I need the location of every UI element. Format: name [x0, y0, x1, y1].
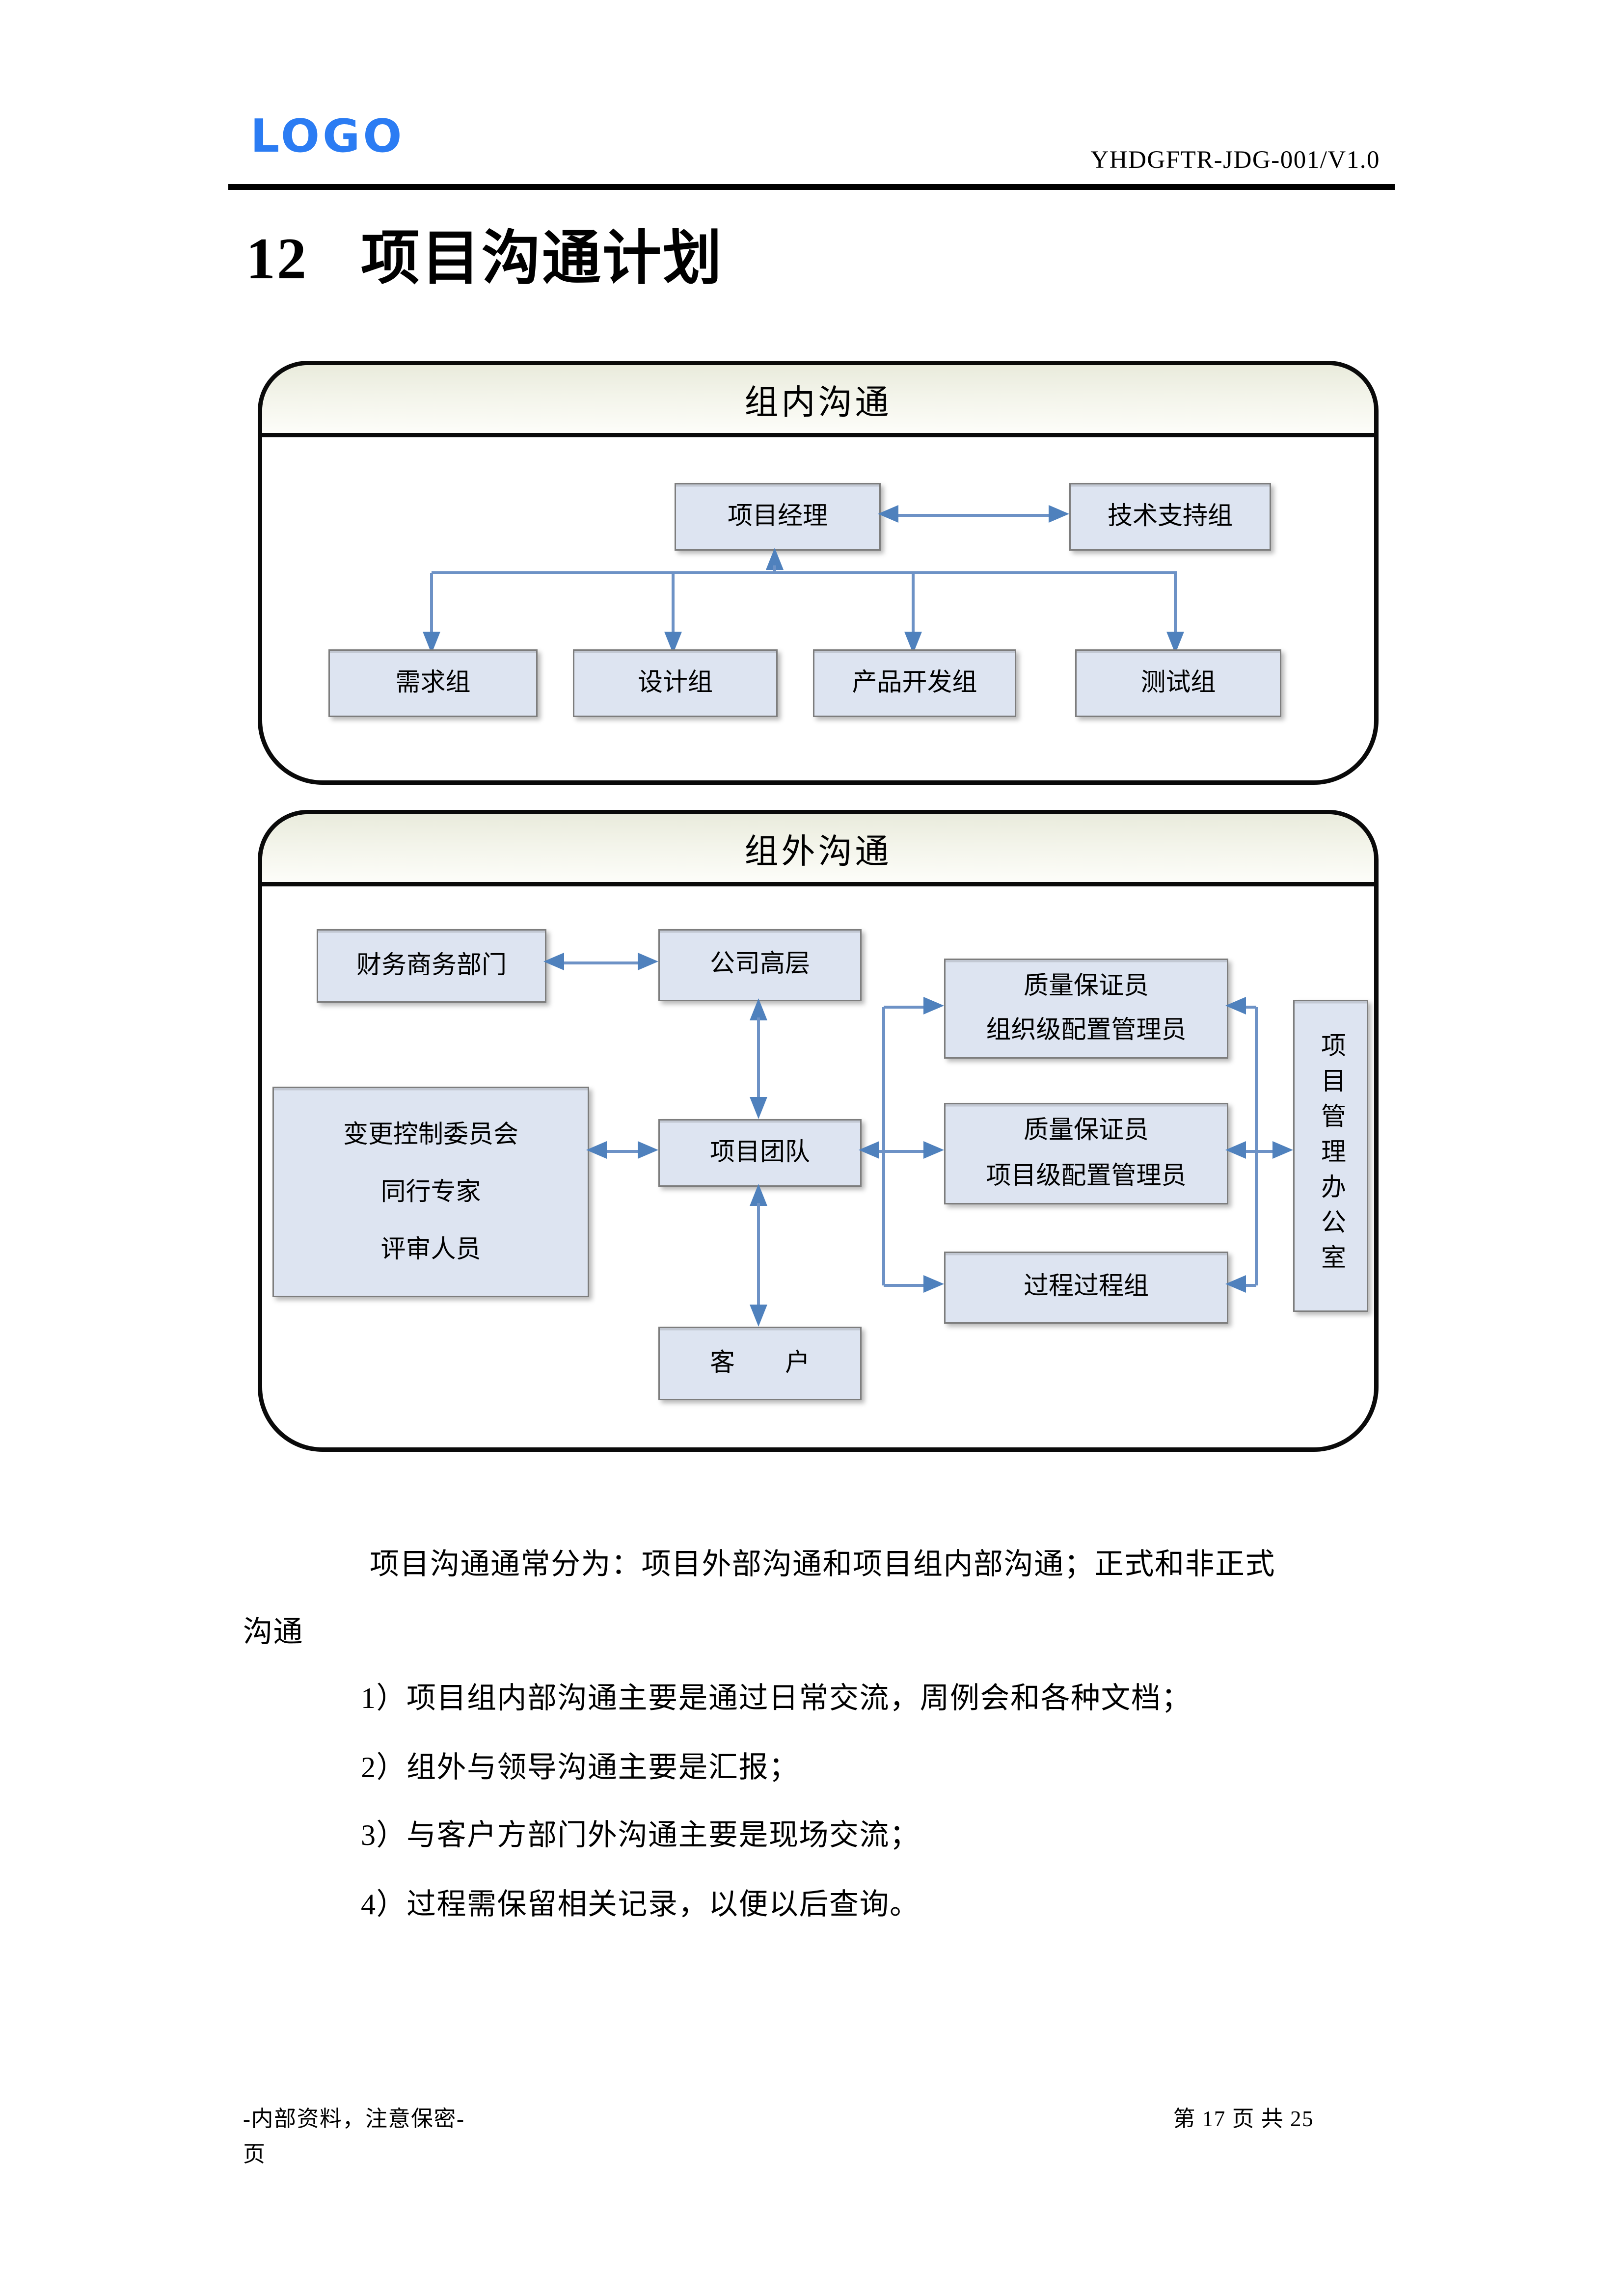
arrowhead-right-icon: [1272, 1141, 1293, 1159]
arrowhead-down-icon: [750, 1097, 767, 1119]
arrowhead-up-icon: [750, 1184, 767, 1206]
node-customer: 客 户: [658, 1327, 862, 1400]
diagram-internal-communication: 组内沟通 项目经理 技术支持组 需求组 设计组 产品开发组 测试组: [258, 361, 1379, 785]
node-project-team: 项目团队: [658, 1119, 862, 1187]
footer-confidential-label: -内部资料，注意保密-: [243, 2109, 465, 2132]
node-testing-label: 测试组: [1140, 667, 1216, 696]
arrowhead-right-icon: [1049, 505, 1069, 523]
connector-stem-line: [773, 565, 776, 574]
list-item-2: 2）组外与领导沟通主要是汇报；: [361, 1752, 799, 1785]
node-finance-label: 财务商务部门: [356, 950, 507, 979]
diagram-internal-header: 组内沟通: [262, 365, 1374, 437]
arrowhead-down-icon: [750, 1305, 767, 1327]
arrowhead-left-icon: [1225, 1141, 1246, 1159]
arrowhead-right-icon: [923, 1275, 944, 1293]
arrowhead-left-icon: [1225, 1275, 1246, 1293]
node-tech-support-label: 技术支持组: [1108, 501, 1233, 530]
footer-page-number: 第 17 页 共 25: [1173, 2109, 1314, 2132]
diagram-external-communication: 组外沟通 财务商务部门 公司高层 质量保证员 组织级配置管理员 项目管理办公室 …: [258, 810, 1379, 1452]
diagram-external-header: 组外沟通: [262, 814, 1374, 886]
node-ccb-line3: 评审人员: [380, 1235, 481, 1264]
node-process-group: 过程过程组: [944, 1252, 1228, 1324]
list-item-4: 4）过程需保留相关记录，以便以后查询。: [361, 1889, 920, 1922]
connector-manager-support-line: [898, 514, 1049, 516]
connector-to-process-line: [884, 1284, 923, 1286]
node-pmo: 项目管理办公室: [1293, 1000, 1368, 1312]
connector-pmo-qaorg-line: [1246, 1006, 1256, 1008]
connector-pmo-process-line: [1246, 1284, 1256, 1286]
document-code: YHDGFTR-JDG-001/V1.0: [1090, 146, 1380, 174]
node-product-dev-label: 产品开发组: [852, 667, 977, 696]
node-executives: 公司高层: [658, 929, 862, 1001]
node-qa-proj-line2: 项目级配置管理员: [986, 1161, 1187, 1189]
node-testing-group: 测试组: [1075, 649, 1281, 717]
connector-distribution-line: [432, 571, 1177, 574]
node-qa-org-cm: 质量保证员 组织级配置管理员: [944, 959, 1228, 1059]
arrowhead-up-icon: [750, 998, 767, 1020]
company-logo: LOGO: [250, 110, 405, 163]
node-qa-proj-line1: 质量保证员: [1024, 1116, 1149, 1145]
node-design-group: 设计组: [573, 649, 778, 717]
arrowhead-left-icon: [1225, 997, 1246, 1015]
connector-team-customer-line: [757, 1203, 759, 1309]
node-design-label: 设计组: [638, 667, 713, 696]
node-project-manager: 项目经理: [675, 483, 881, 551]
connector-team-qaproj-line: [879, 1150, 923, 1152]
node-customer-label: 客 户: [710, 1348, 810, 1376]
arrowhead-left-icon: [586, 1141, 607, 1159]
page-title: 12 项目沟通计划: [246, 211, 723, 296]
node-qa-org-line2: 组织级配置管理员: [986, 1016, 1187, 1044]
branch-line-requirements: [430, 573, 433, 632]
node-qa-proj-cm: 质量保证员 项目级配置管理员: [944, 1103, 1228, 1204]
node-process-label: 过程过程组: [1024, 1272, 1149, 1301]
arrowhead-right-icon: [923, 997, 944, 1015]
list-item-1: 1）项目组内部沟通主要是通过日常交流，周例会和各种文档；: [361, 1683, 1191, 1715]
node-project-manager-label: 项目经理: [728, 501, 828, 530]
node-qa-org-line1: 质量保证员: [1024, 971, 1149, 1000]
connector-left-riser-line: [882, 1007, 885, 1285]
connector-exec-team-line: [757, 1017, 759, 1100]
header-rule: [228, 184, 1395, 189]
node-tech-support: 技术支持组: [1069, 483, 1271, 551]
node-requirements-group: 需求组: [328, 649, 538, 717]
node-ccb-experts-reviewers: 变更控制委员会 同行专家 评审人员: [272, 1087, 589, 1297]
arrowhead-right-icon: [638, 1141, 658, 1159]
node-requirements-label: 需求组: [395, 667, 471, 696]
branch-line-product-dev: [912, 573, 914, 632]
arrowhead-left-icon: [878, 505, 898, 523]
branch-line-design: [672, 573, 674, 632]
node-pmo-label: 项目管理办公室: [1317, 1032, 1345, 1280]
connector-right-riser-line: [1255, 1007, 1257, 1285]
node-ccb-line1: 变更控制委员会: [343, 1120, 518, 1148]
node-ccb-line2: 同行专家: [380, 1177, 481, 1206]
paragraph-line-2: 沟通: [243, 1617, 303, 1649]
node-executives-label: 公司高层: [710, 950, 810, 978]
list-item-3: 3）与客户方部门外沟通主要是现场交流；: [361, 1820, 920, 1852]
diagram-internal-title: 组内沟通: [744, 384, 892, 421]
section-title-text: 项目沟通计划: [361, 225, 723, 292]
connector-to-qaorg-line: [884, 1006, 923, 1008]
arrowhead-left-icon: [859, 1141, 879, 1159]
arrowhead-right-icon: [923, 1141, 944, 1159]
node-project-team-label: 项目团队: [710, 1137, 810, 1166]
connector-finance-exec-line: [564, 961, 638, 964]
arrowhead-left-icon: [543, 953, 564, 970]
node-finance-dept: 财务商务部门: [317, 929, 546, 1003]
node-product-dev-group: 产品开发组: [813, 649, 1016, 717]
diagram-external-title: 组外沟通: [744, 833, 892, 870]
branch-line-testing: [1174, 573, 1176, 632]
arrowhead-right-icon: [638, 953, 658, 970]
connector-qaproj-pmo-line: [1246, 1150, 1272, 1152]
section-number: 12: [246, 225, 308, 292]
connector-ccb-team-line: [607, 1150, 638, 1152]
footer-confidential-wrap: 页: [243, 2144, 266, 2167]
paragraph-line-1: 项目沟通通常分为：项目外部沟通和项目组内部沟通；正式和非正式: [370, 1549, 1275, 1581]
